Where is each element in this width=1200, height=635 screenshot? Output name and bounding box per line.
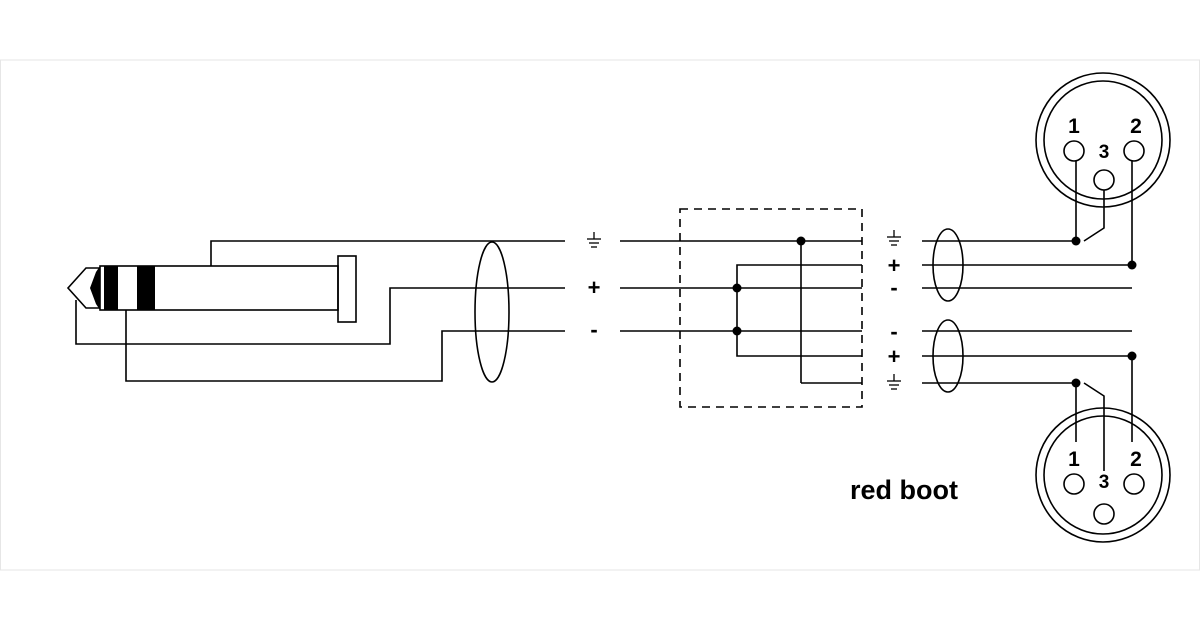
wire-minus-left	[125, 310, 565, 382]
right-cable-wires	[922, 240, 1132, 384]
red-boot-label: red boot	[850, 475, 958, 505]
minus-sign-lower: -	[890, 319, 897, 344]
split-box	[679, 208, 863, 408]
xlr-bottom-pin3	[1093, 503, 1115, 525]
xlr-top-pin3-label: 3	[1099, 142, 1110, 163]
ground-symbol-lower	[887, 374, 901, 390]
cable-shield-upper	[932, 228, 964, 302]
minus-sign-upper: -	[890, 275, 897, 300]
panel-border	[0, 59, 1200, 571]
plug-ring-band-2	[137, 266, 155, 310]
plus-sign-lower: +	[888, 344, 901, 369]
plus-sign-upper: +	[888, 253, 901, 278]
xlr-bottom-pin1-label: 1	[1068, 448, 1080, 471]
xlr-bottom-pin2-label: 2	[1130, 448, 1142, 471]
xlr-bottom-pin1	[1063, 473, 1085, 495]
split-box-wires	[620, 236, 862, 384]
junction-ground	[796, 236, 806, 246]
plug-wires	[75, 240, 565, 382]
xlr-top-pin3-lead	[1083, 190, 1105, 242]
plug-tip-outline	[66, 267, 100, 309]
xlr-top-pin2-label: 2	[1130, 115, 1142, 138]
xlr-top-pin1-label: 1	[1068, 115, 1080, 138]
wire-plus-left	[75, 287, 565, 345]
ground-symbol-upper	[887, 230, 901, 246]
plug-ring-band-1	[104, 266, 118, 310]
junction-minus	[732, 326, 742, 336]
xlr-top-inner	[1043, 80, 1163, 200]
xlr-top-connector: 1 2 3	[1035, 72, 1171, 270]
right-signs: + - - +	[887, 230, 901, 390]
junction-plus	[732, 283, 742, 293]
xlr-bottom-pin2	[1123, 473, 1145, 495]
xlr-bottom-inner	[1043, 415, 1163, 535]
minus-sign-left: -	[590, 317, 597, 342]
plus-sign-left: +	[588, 275, 601, 300]
xlr-bottom-connector: 1 2 3	[1035, 351, 1171, 543]
xlr-bottom-pin3-label: 3	[1099, 472, 1110, 493]
trs-jack-plug	[66, 255, 357, 323]
cable-shield-left	[474, 241, 510, 383]
xlr-bottom-pin3-lead	[1083, 382, 1105, 471]
xlr-bottom-outer	[1035, 407, 1171, 543]
xlr-top-outer	[1035, 72, 1171, 208]
left-signs: + -	[587, 232, 601, 342]
ground-symbol	[587, 232, 601, 248]
xlr-top-pin2	[1123, 140, 1145, 162]
plug-sleeve	[99, 265, 339, 311]
plug-collar	[337, 255, 357, 323]
xlr-top-pin1	[1063, 140, 1085, 162]
cable-shield-lower	[932, 319, 964, 393]
plug-tip-black	[90, 266, 100, 310]
wire-ground-left	[210, 240, 565, 266]
xlr-top-pin3	[1093, 169, 1115, 191]
